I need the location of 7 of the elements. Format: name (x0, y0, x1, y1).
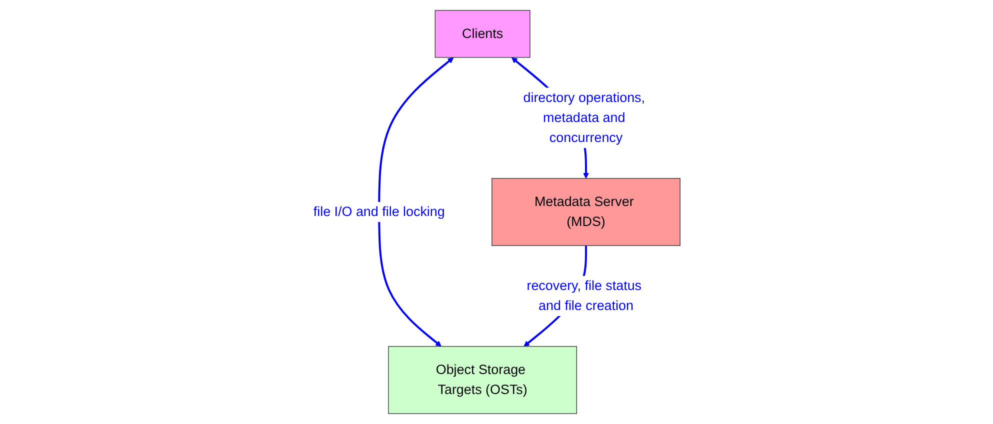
node-box: Metadata Server (MDS) (491, 178, 680, 246)
edge-label: recovery, file status and file creation (526, 278, 642, 314)
node-box: Object Storage Targets (OSTs) (388, 346, 577, 414)
node-box: Clients (434, 10, 530, 58)
edge-label: file I/O and file locking (313, 204, 445, 220)
edge-label: directory operations, metadata and concurrency (523, 90, 645, 146)
arrow (378, 57, 454, 347)
